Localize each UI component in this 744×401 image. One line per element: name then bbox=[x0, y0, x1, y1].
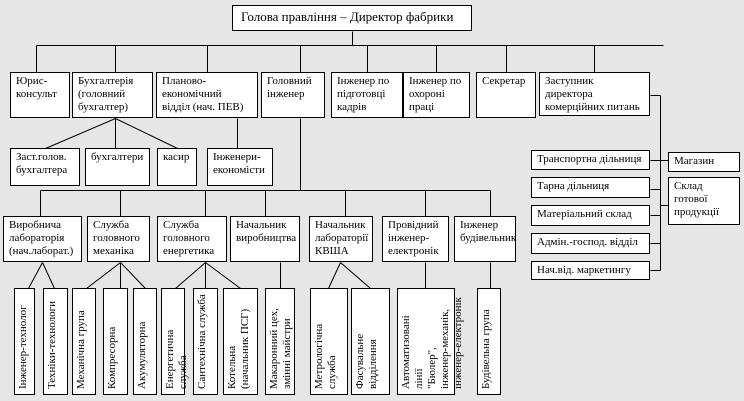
connector-line bbox=[28, 262, 43, 289]
connector-line bbox=[328, 262, 341, 289]
commercial-side-box: Склад готової продукції bbox=[668, 177, 740, 225]
connector-line bbox=[205, 262, 241, 289]
commercial-units-box: Адмін.-господ. відділ bbox=[531, 233, 650, 254]
engineering-units-box: Виробнича лабораторія (нач.лаборат.) bbox=[3, 216, 82, 262]
connector-line bbox=[175, 262, 206, 289]
planning-staff-box: Інженери- економісти bbox=[207, 148, 273, 186]
engineering-sub-box: Фасувальне відділення bbox=[351, 288, 390, 395]
commercial-units-box: Матеріальний склад bbox=[531, 205, 650, 226]
engineering-sub-box: Макаронний цех, змінні майстри bbox=[265, 288, 295, 395]
engineering-sub-box: Техніки-технологи bbox=[43, 288, 68, 395]
connector-line bbox=[86, 262, 121, 289]
level2-box: Інженер по підготовці кадрів bbox=[331, 72, 403, 118]
level2-box: Планово- економічний відділ (нач. ПЕВ) bbox=[156, 72, 258, 118]
engineering-units-box: Служба головного енергетика bbox=[157, 216, 227, 262]
connector-line bbox=[115, 118, 178, 149]
engineering-units-box: Начальник лабораторії КВША bbox=[309, 216, 373, 262]
engineering-sub-box: Акумуляторна bbox=[133, 288, 157, 395]
engineering-sub-box: Енергетична служба bbox=[161, 288, 189, 395]
engineering-sub-box: Механічна група bbox=[72, 288, 96, 395]
engineering-sub-box: Інженер-технолог bbox=[14, 288, 35, 395]
connector-line bbox=[42, 262, 55, 289]
accounting-staff-box: Заст.голов. бухгалтера bbox=[10, 148, 80, 186]
engineering-units-box: Служба головного механіка bbox=[87, 216, 150, 262]
level2-box: Заступник директора комерційних питань bbox=[539, 72, 650, 116]
accounting-staff-box: бухгалтери bbox=[85, 148, 150, 186]
commercial-side-box: Магазин bbox=[668, 152, 740, 172]
director-box: Голова правління – Директор фабрики bbox=[232, 5, 472, 31]
engineering-units-box: Начальник виробництва bbox=[230, 216, 300, 262]
commercial-units-box: Тарна дільниця bbox=[531, 177, 650, 198]
engineering-sub-box: Котельна (начальник ПСГ) bbox=[223, 288, 258, 395]
level2-box: Секретар bbox=[476, 72, 536, 118]
engineering-units-box: Інженер будівельник bbox=[454, 216, 516, 262]
engineering-sub-box: Компресорна bbox=[103, 288, 128, 395]
connector-line bbox=[340, 262, 371, 289]
connector-line bbox=[45, 118, 116, 149]
engineering-sub-box: Метрологічна служба bbox=[310, 288, 348, 395]
level2-box: Юрис- консульт bbox=[10, 72, 70, 118]
engineering-sub-box: Будівельна група bbox=[477, 288, 501, 395]
commercial-units-box: Нач.від. маркетингу bbox=[531, 261, 650, 280]
engineering-sub-box: Сантехнічна служба bbox=[193, 288, 218, 395]
engineering-sub-box: Автоматизовані лінії "Бюлер", інженер-ме… bbox=[397, 288, 464, 395]
accounting-staff-box: касир bbox=[157, 148, 197, 186]
level2-box: Інженер по охороні праці bbox=[403, 72, 470, 118]
level2-box: Бухгалтерія (головний бухгалтер) bbox=[72, 72, 153, 118]
commercial-units-box: Транспортна дільниця bbox=[531, 150, 650, 170]
engineering-units-box: Провідний інженер- електронік bbox=[382, 216, 449, 262]
level2-box: Головний інженер bbox=[261, 72, 325, 118]
connector-line bbox=[120, 262, 146, 289]
